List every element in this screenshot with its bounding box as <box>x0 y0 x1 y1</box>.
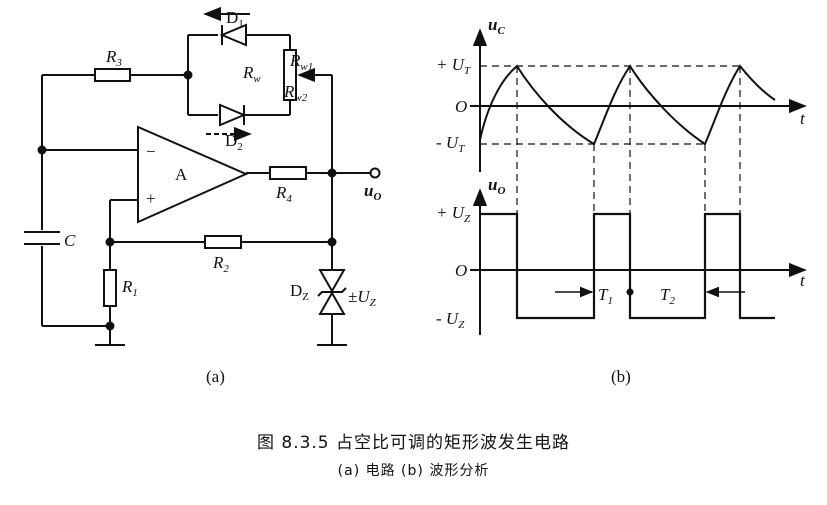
label-r4: R4 <box>275 183 292 205</box>
label-uo-axis: uO <box>488 175 505 197</box>
panel-label-b: (b) <box>611 367 631 386</box>
junction-dot <box>327 237 337 247</box>
label-minus-uz: - UZ <box>436 309 465 331</box>
resistor-r1 <box>103 269 117 307</box>
label-r1: R1 <box>121 277 138 299</box>
resistor-r3 <box>94 68 131 82</box>
figure-caption-subtitle: (a) 电路 (b) 波形分析 <box>337 463 490 479</box>
label-rw: Rw <box>242 63 261 85</box>
figure-caption-title: 图 8.3.5 占空比可调的矩形波发生电路 <box>256 433 571 453</box>
diode-d2 <box>219 103 247 127</box>
zener-diode-down <box>318 290 346 315</box>
label-rw2: Rw2 <box>283 82 308 104</box>
label-origin-bottom: O <box>455 261 467 280</box>
label-origin-top: O <box>455 97 467 116</box>
label-plus-uz: + UZ <box>436 203 471 225</box>
panel-label-a: (a) <box>206 367 225 386</box>
label-dz: DZ <box>290 281 309 303</box>
waveform-plot <box>470 28 807 335</box>
resistor-r4 <box>269 166 307 180</box>
label-inverting-input: − <box>146 142 156 161</box>
label-t-bottom: t <box>800 271 806 290</box>
label-r2: R2 <box>212 253 229 275</box>
zener-bar <box>317 287 347 297</box>
output-terminal <box>369 167 381 179</box>
label-plus-ut: + UT <box>436 55 471 77</box>
period-divider-dot <box>626 288 634 296</box>
label-t-top: t <box>800 109 806 128</box>
label-noninverting-input: + <box>146 189 156 208</box>
label-t2: T2 <box>660 285 675 307</box>
label-op-amp: A <box>175 165 188 184</box>
resistor-r2 <box>204 235 242 249</box>
label-rw1: Rw1 <box>289 51 313 73</box>
uc-waveform <box>479 64 776 146</box>
label-t1: T1 <box>598 285 613 307</box>
junction-dot <box>105 321 115 331</box>
label-uz: ±UZ <box>348 287 377 309</box>
uo-waveform <box>480 212 775 320</box>
zener-diode-up <box>318 269 346 294</box>
label-minus-ut: - UT <box>436 133 465 155</box>
label-d1: D1 <box>226 8 244 30</box>
label-uc: uC <box>488 15 505 37</box>
label-output-uo: uO <box>364 181 381 203</box>
label-d2: D2 <box>225 131 243 153</box>
circuit-diagram <box>24 6 381 346</box>
op-amp <box>137 125 249 224</box>
label-r3: R3 <box>105 47 122 69</box>
label-c: C <box>64 231 76 250</box>
